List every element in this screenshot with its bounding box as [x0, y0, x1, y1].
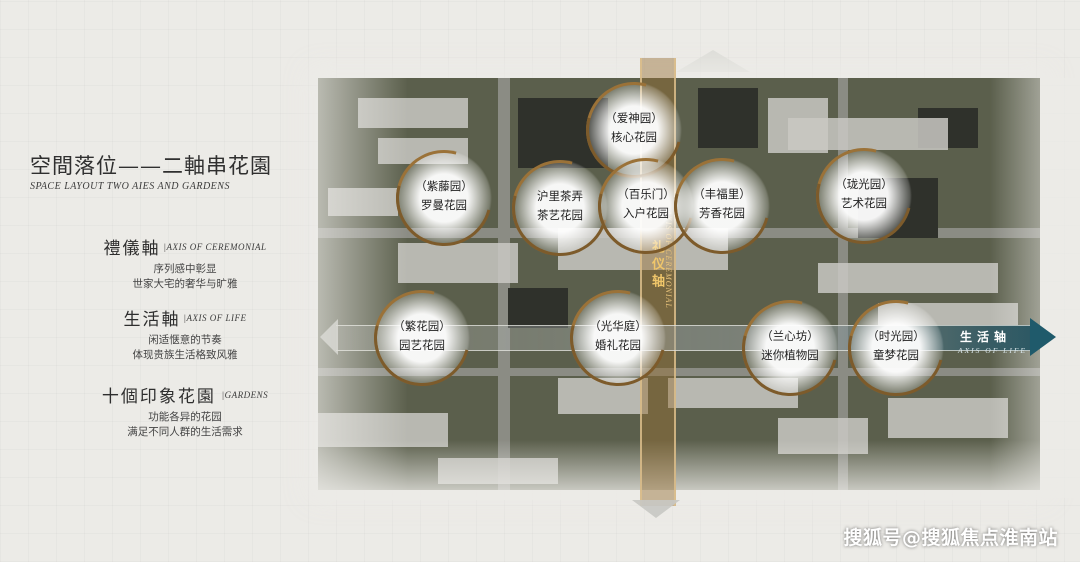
legend-life-axis: 生活軸|AXIS OF LIFE 闲适惬意的节奏 体现贵族生活格致风雅	[60, 305, 310, 363]
garden-marker[interactable]: （珑光园） 艺术花园	[798, 130, 930, 262]
garden-type: 园艺花园	[399, 338, 445, 352]
map-fade-left	[318, 78, 408, 490]
garden-name: （繁花园）	[393, 319, 451, 333]
garden-name: （光华庭）	[589, 319, 647, 333]
garden-type: 入户花园	[623, 206, 669, 220]
garden-type: 艺术花园	[841, 196, 887, 210]
map-fade-bottom	[318, 440, 1040, 500]
legend-axis-name: 十個印象花園	[101, 387, 216, 407]
legend-axis-en: |AXIS OF LIFE	[183, 312, 247, 323]
legend-axis-desc-line: 功能各异的花园	[148, 411, 222, 423]
legend-axis-desc-line: 体现贵族生活格致风雅	[132, 349, 238, 361]
garden-type: 迷你植物园	[761, 348, 819, 362]
legend-axis-en: |AXIS OF CEREMONIAL	[163, 241, 267, 252]
garden-marker[interactable]: （繁花园） 园艺花园	[356, 272, 488, 404]
garden-marker[interactable]: （兰心坊） 迷你植物园	[724, 282, 856, 414]
legend-axis-desc-line: 序列感中彰显	[153, 263, 217, 275]
life-axis-label: 生活轴	[960, 330, 1012, 344]
garden-name: （丰福里）	[693, 187, 751, 201]
legend-gardens: 十個印象花園 |GARDENS 功能各异的花园 满足不同人群的生活需求	[60, 382, 310, 440]
garden-marker[interactable]: （时光园） 童梦花园	[830, 282, 962, 414]
garden-marker[interactable]: （丰福里） 芳香花园	[656, 140, 788, 272]
legend-axis-desc-line: 满足不同人群的生活需求	[127, 426, 243, 438]
map-fade-right	[990, 78, 1080, 498]
watermark: 搜狐号@搜狐焦点淮南站	[843, 527, 1058, 549]
legend-panel: 空間落位——二軸串花園 SPACE LAYOUT TWO AIES AND GA…	[0, 0, 320, 562]
garden-type: 童梦花园	[873, 348, 919, 362]
legend-subtitle: SPACE LAYOUT TWO AIES AND GARDENS	[30, 181, 230, 192]
legend-axis-en: |GARDENS	[218, 389, 269, 400]
legend-axis-name: 生活軸	[123, 310, 181, 330]
garden-type: 核心花园	[611, 130, 657, 144]
garden-marker[interactable]: （紫藤园） 罗曼花园	[378, 132, 510, 264]
garden-name: （紫藤园）	[415, 179, 473, 193]
garden-type: 茶艺花园	[537, 208, 583, 222]
garden-marker[interactable]: 沪里茶弄茶艺花园	[494, 142, 626, 274]
legend-ceremonial-axis: 禮儀軸|AXIS OF CEREMONIAL 序列感中彰显 世家大宅的奢华与旷雅	[60, 234, 310, 292]
garden-type: 芳香花园	[699, 206, 745, 220]
legend-axis-desc-line: 世家大宅的奢华与旷雅	[132, 278, 238, 290]
legend-axis-desc-line: 闲适惬意的节奏	[148, 334, 222, 346]
garden-name: （百乐门）	[617, 187, 675, 201]
garden-name: （时光园）	[867, 329, 925, 343]
garden-name: 沪里茶弄	[537, 189, 583, 203]
garden-type: 婚礼花园	[595, 338, 641, 352]
legend-title: 空間落位——二軸串花園	[30, 154, 272, 178]
garden-name: （珑光园）	[835, 177, 893, 191]
ceremonial-axis-label-en: AXIS OF CEREMONIAL	[664, 210, 673, 309]
garden-name: （兰心坊）	[761, 329, 819, 343]
life-axis-label-en: AXIS OF LIFE	[958, 346, 1027, 355]
legend-axis-name: 禮儀軸	[103, 239, 161, 259]
garden-marker[interactable]: （光华庭） 婚礼花园	[552, 272, 684, 404]
site-plan-map	[318, 78, 1040, 490]
garden-name: （爱神园）	[605, 111, 663, 125]
garden-type: 罗曼花园	[421, 198, 467, 212]
